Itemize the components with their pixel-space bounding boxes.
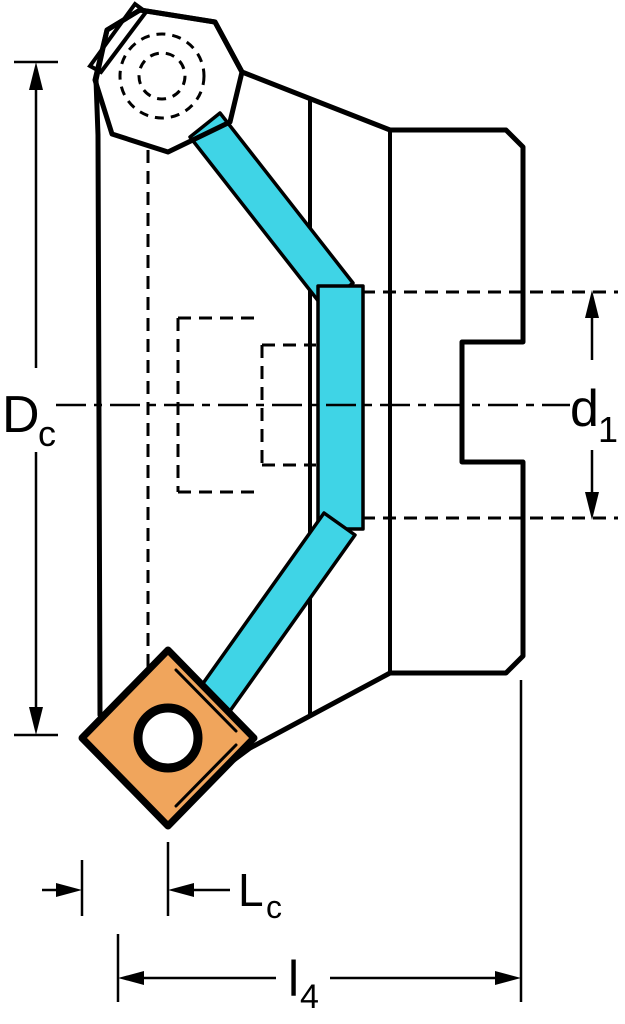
dc-label-main: D — [2, 386, 40, 444]
lc-arrow-right — [56, 883, 82, 897]
d1-label-main: d — [570, 380, 599, 438]
l4-label-main: l — [288, 951, 299, 1007]
dimension-l4-group: l 4 — [116, 680, 523, 1016]
top-insert-pocket-octagon — [92, 7, 245, 155]
lc-label-main: L — [238, 864, 264, 916]
bottom-insert-screw-hole — [133, 703, 203, 773]
l4-arrow-right — [495, 971, 521, 985]
dimension-dc-group: D c — [2, 60, 58, 737]
hidden-edges-group — [146, 150, 618, 668]
dimension-d1-group: d 1 — [570, 290, 618, 520]
top-insert-hidden-screw-inner-circle — [137, 51, 187, 101]
coolant-channel-center — [316, 284, 365, 531]
top-insert-hidden-screw-outer-circle — [118, 32, 206, 120]
l4-label-sub: 4 — [300, 978, 319, 1016]
dc-arrow-down — [29, 707, 43, 735]
bottom-insert-facet-upper — [174, 668, 238, 733]
d1-arrow-up — [585, 290, 599, 318]
coolant-channel-lower — [197, 511, 357, 713]
d1-arrow-down — [585, 492, 599, 520]
dc-arrow-up — [29, 62, 43, 90]
bottom-insert-facet-lower — [174, 743, 238, 808]
coolant-channel-upper — [188, 111, 355, 309]
d1-label-sub: 1 — [598, 409, 618, 450]
dc-label-sub: c — [38, 413, 56, 454]
lc-label-sub: c — [266, 889, 282, 925]
coolant-channels-group — [188, 111, 365, 713]
cutter-body-silhouette — [93, 7, 526, 803]
lc-arrow-left — [168, 883, 194, 897]
l4-arrow-left — [118, 971, 144, 985]
dimension-lc-group: L c — [42, 842, 282, 925]
